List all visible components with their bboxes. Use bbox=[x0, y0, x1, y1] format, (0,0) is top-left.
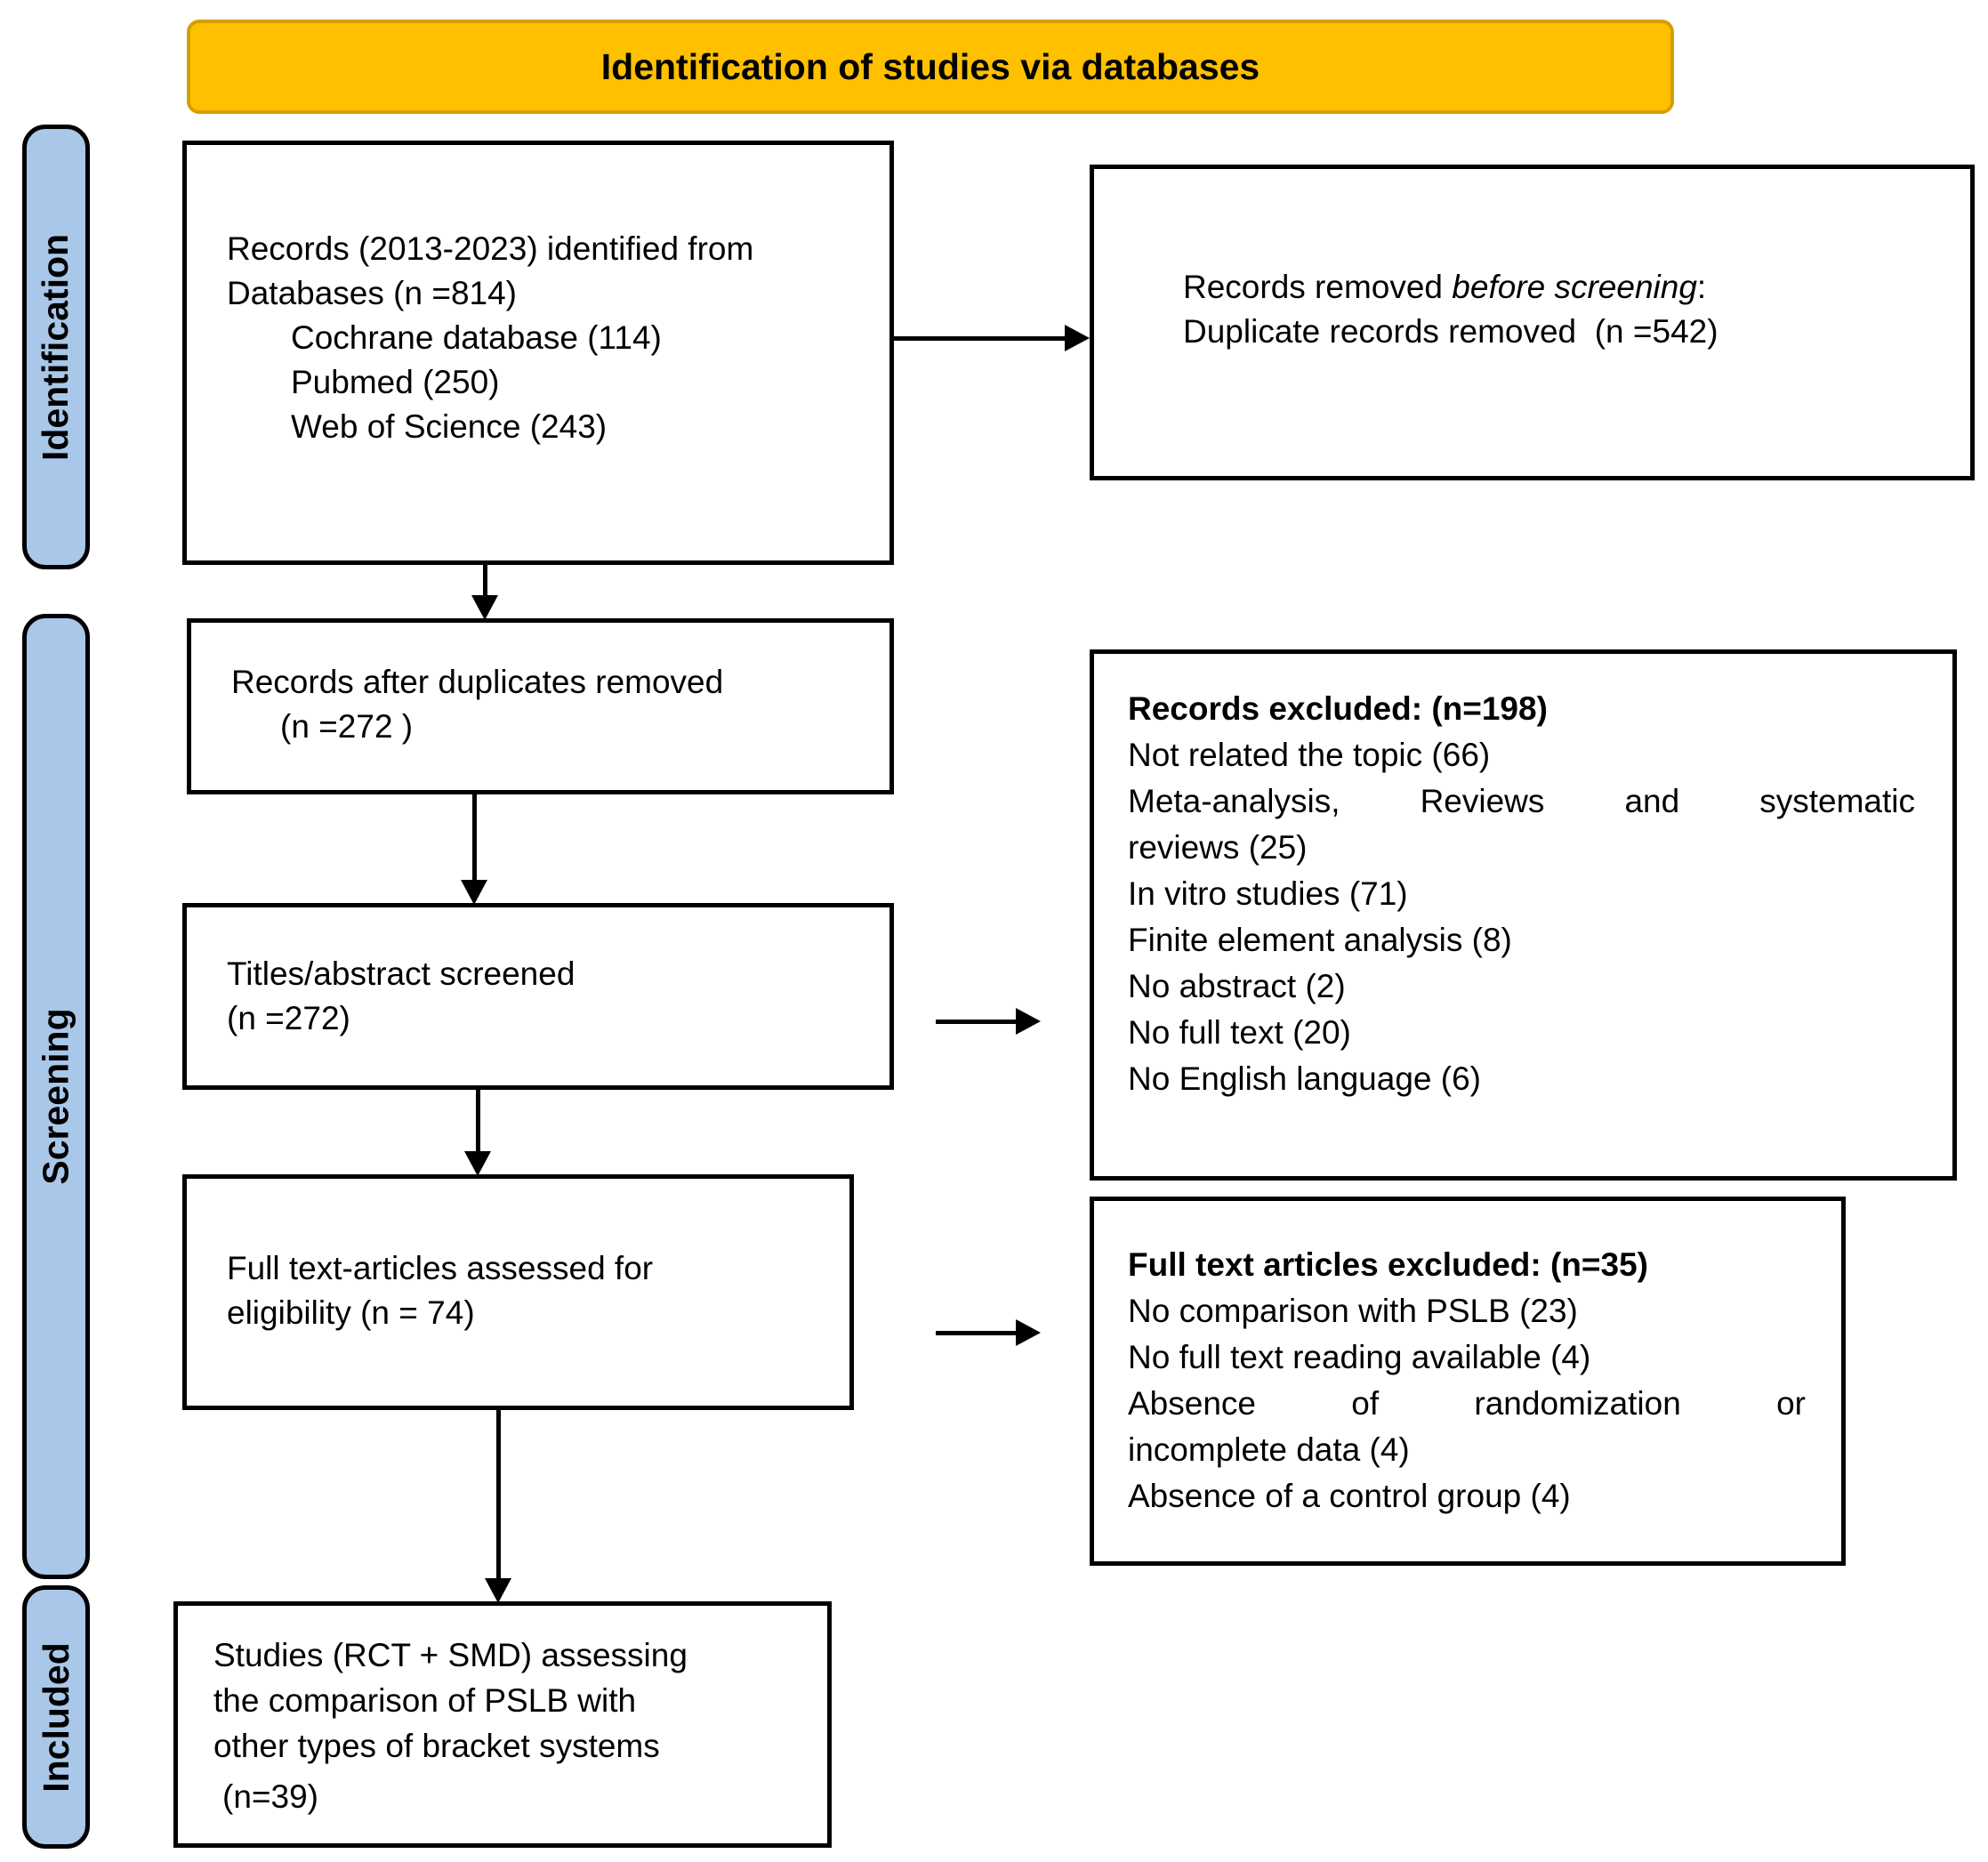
records-removed-line1-suffix: : bbox=[1696, 269, 1707, 305]
records-after-duplicates-count: (n =272 ) bbox=[280, 708, 414, 745]
full-text-excluded-heading: Full text articles excluded: (n=35) bbox=[1128, 1246, 1648, 1283]
phase-label-screening: Screening bbox=[35, 1008, 76, 1185]
arrow-head-icon bbox=[1016, 1319, 1041, 1346]
titles-screened-line: Titles/abstract screened bbox=[227, 955, 575, 992]
box-full-text-assessed: Full text-articles assessed for eligibil… bbox=[182, 1174, 854, 1410]
arrow-head-icon bbox=[464, 1151, 491, 1176]
arrow-assessed-to-excluded bbox=[936, 1319, 1041, 1346]
arrow-head-icon bbox=[485, 1578, 511, 1603]
arrow-shaft bbox=[936, 1331, 1018, 1335]
records-excluded-reason: No full text (20) bbox=[1128, 1014, 1351, 1051]
arrow-assessed-to-included bbox=[485, 1410, 511, 1603]
phase-bar-screening: Screening bbox=[22, 614, 90, 1579]
studies-included-line: Studies (RCT + SMD) assessing bbox=[213, 1637, 688, 1673]
full-text-excluded-reason: No comparison with PSLB (23) bbox=[1128, 1293, 1578, 1329]
arrow-identified-to-after-duplicates bbox=[471, 565, 498, 620]
box-records-excluded: Records excluded: (n=198) Not related th… bbox=[1090, 649, 1957, 1181]
full-text-excluded-reason: No full text reading available (4) bbox=[1128, 1339, 1591, 1375]
arrow-shaft bbox=[894, 336, 1066, 341]
records-removed-line2: Duplicate records removed (n =542) bbox=[1183, 313, 1718, 350]
box-records-removed: Records removed before screening: Duplic… bbox=[1090, 165, 1975, 480]
full-text-excluded-reason: incomplete data (4) bbox=[1128, 1431, 1410, 1468]
records-excluded-reason: reviews (25) bbox=[1128, 829, 1308, 866]
full-text-excluded-reason: Absence of randomization or bbox=[1128, 1385, 1806, 1422]
records-identified-source-wos: Web of Science (243) bbox=[291, 408, 608, 445]
arrow-head-icon bbox=[1016, 1008, 1041, 1035]
box-studies-included: Studies (RCT + SMD) assessing the compar… bbox=[173, 1601, 832, 1848]
records-excluded-reason: No abstract (2) bbox=[1128, 968, 1346, 1004]
box-titles-screened: Titles/abstract screened (n =272) bbox=[182, 903, 894, 1090]
full-text-excluded-reason: Absence of a control group (4) bbox=[1128, 1478, 1571, 1514]
box-full-text-excluded: Full text articles excluded: (n=35) No c… bbox=[1090, 1197, 1846, 1566]
arrow-shaft bbox=[496, 1410, 501, 1580]
records-identified-source-cochrane: Cochrane database (114) bbox=[291, 319, 662, 356]
arrow-head-icon bbox=[461, 880, 487, 905]
records-identified-source-pubmed: Pubmed (250) bbox=[291, 364, 500, 400]
records-excluded-reason: Meta-analysis, Reviews and systematic bbox=[1128, 783, 1915, 819]
records-after-duplicates-line: Records after duplicates removed bbox=[231, 664, 724, 700]
phase-bar-identification: Identification bbox=[22, 125, 90, 569]
arrow-screened-to-excluded bbox=[936, 1008, 1041, 1035]
phase-label-included: Included bbox=[35, 1641, 76, 1793]
arrow-head-icon bbox=[471, 595, 498, 620]
records-excluded-reason: In vitro studies (71) bbox=[1128, 875, 1408, 912]
records-excluded-heading: Records excluded: (n=198) bbox=[1128, 690, 1548, 727]
records-excluded-reason: Finite element analysis (8) bbox=[1128, 922, 1512, 958]
banner-title: Identification of studies via databases bbox=[600, 45, 1260, 87]
box-records-after-duplicates: Records after duplicates removed (n =272… bbox=[187, 618, 894, 794]
arrow-identified-to-removed bbox=[894, 325, 1090, 351]
full-text-assessed-line: Full text-articles assessed for bbox=[227, 1250, 654, 1286]
records-removed-line1-italic: before screening bbox=[1452, 269, 1697, 305]
studies-included-line: the comparison of PSLB with bbox=[213, 1682, 637, 1719]
arrow-shaft bbox=[483, 565, 487, 597]
box-records-identified: Records (2013-2023) identified from Data… bbox=[182, 141, 894, 565]
studies-included-count: (n=39) bbox=[222, 1778, 318, 1815]
titles-screened-count: (n =272) bbox=[227, 1000, 350, 1036]
records-identified-line: Records (2013-2023) identified from bbox=[227, 230, 754, 267]
arrow-shaft bbox=[936, 1020, 1018, 1024]
phase-label-identification: Identification bbox=[35, 233, 76, 461]
records-removed-line1-prefix: Records removed bbox=[1183, 269, 1453, 305]
studies-included-line: other types of bracket systems bbox=[213, 1728, 660, 1764]
banner: Identification of studies via databases bbox=[187, 20, 1674, 114]
arrow-screened-to-assessed bbox=[464, 1090, 491, 1176]
records-identified-line: Databases (n =814) bbox=[227, 275, 518, 311]
arrow-shaft bbox=[476, 1090, 480, 1153]
arrow-head-icon bbox=[1065, 325, 1090, 351]
arrow-after-duplicates-to-screened bbox=[461, 794, 487, 905]
arrow-shaft bbox=[472, 794, 477, 882]
full-text-assessed-count: eligibility (n = 74) bbox=[227, 1294, 475, 1331]
records-removed-line1: Records removed before screening: bbox=[1183, 265, 1944, 310]
records-excluded-reason: No English language (6) bbox=[1128, 1060, 1481, 1097]
records-excluded-reason: Not related the topic (66) bbox=[1128, 737, 1491, 773]
phase-bar-included: Included bbox=[22, 1585, 90, 1849]
